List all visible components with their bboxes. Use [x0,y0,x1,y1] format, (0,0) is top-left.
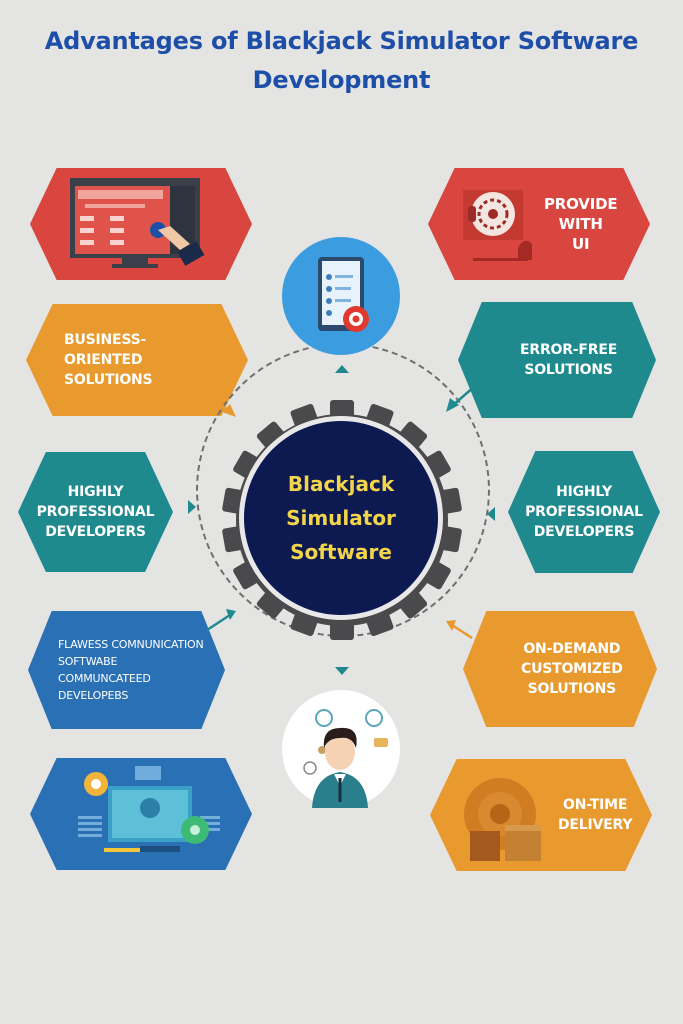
developer-avatar-circle [282,690,400,808]
page-title: Advantages of Blackjack Simulator Softwa… [44,27,639,94]
delivery-gear-icon [464,778,541,861]
monitor-image-hexagon [30,168,252,280]
ui-design-icon [463,190,532,261]
provide-ui-hexagon: PROVIDE WITH UI [428,168,650,280]
laptop-image-hexagon [30,758,252,870]
highly-professional-left-hexagon: HIGHLY PROFESSIONAL DEVELOPERS [18,452,173,572]
on-time-delivery-hexagon: ON-TIME DELIVERY [430,759,652,871]
provide-ui-label: PROVIDE WITH UI [544,195,618,253]
on-demand-label: ON-DEMAND CUSTOMIZED SOLUTIONS [521,641,623,697]
error-free-hexagon: ERROR-FREE SOLUTIONS [458,302,656,418]
highly-professional-left-label: HIGHLY PROFESSIONAL DEVELOPERS [36,484,155,540]
business-oriented-label: BUSINESS- ORIENTED SOLUTIONS [64,332,153,388]
tablet-checklist-circle [282,237,400,355]
business-oriented-hexagon: BUSINESS- ORIENTED SOLUTIONS [26,304,248,416]
laptop-gears-icon [78,766,220,852]
tablet-checklist-icon [318,257,369,332]
developer-avatar-icon [303,709,388,808]
center-hub: Blackjack Simulator Software [244,421,438,615]
error-free-label: ERROR-FREE SOLUTIONS [520,342,618,378]
monitor-icon [70,178,205,268]
flawless-communication-hexagon: FLAWESS COMNUNICATION SOFTWABE COMMUNCAT… [28,611,225,729]
highly-professional-right-hexagon: HIGHLY PROFESSIONAL DEVELOPERS [508,451,660,573]
on-time-delivery-label: ON-TIME DELIVERY [558,797,633,833]
highly-professional-right-label: HIGHLY PROFESSIONAL DEVELOPERS [525,484,643,540]
flawless-communication-label: FLAWESS COMNUNICATION SOFTWABE COMMUNCAT… [58,638,204,702]
on-demand-hexagon: ON-DEMAND CUSTOMIZED SOLUTIONS [463,611,657,727]
